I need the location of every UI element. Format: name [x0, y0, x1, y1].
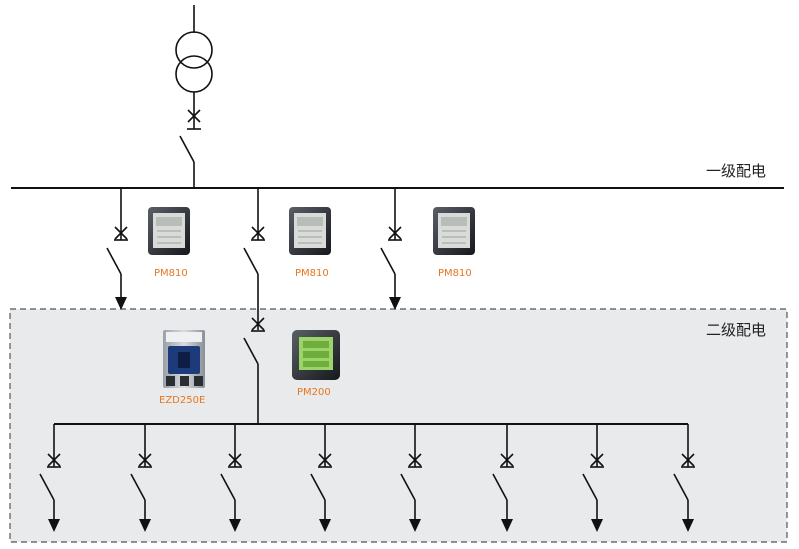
arrow-icon — [591, 519, 603, 532]
arrow-icon — [139, 519, 151, 532]
circuit-breaker-icon — [163, 330, 205, 388]
arrow-icon — [115, 297, 127, 310]
circuit-5 — [400, 424, 422, 520]
meter-label: PM200 — [297, 387, 331, 398]
circuit-2 — [130, 424, 152, 520]
arrow-icon — [229, 519, 241, 532]
switch-icon — [243, 247, 259, 275]
feeder-3 — [380, 188, 402, 298]
circuit-4 — [310, 424, 332, 520]
breaker-label: EZD250E — [159, 395, 206, 406]
meter-label: PM810 — [295, 268, 329, 279]
feeder-1 — [106, 188, 128, 298]
arrow-icon — [501, 519, 513, 532]
breaker-icon — [251, 226, 265, 241]
transformer-icon — [175, 31, 213, 93]
arrow-icon — [409, 519, 421, 532]
main-switch-icon — [179, 135, 195, 163]
meter-label: PM810 — [154, 268, 188, 279]
power-meter-icon — [148, 207, 190, 255]
switch-icon — [106, 247, 122, 275]
circuit-6 — [492, 424, 514, 520]
breaker-icon — [388, 226, 402, 241]
meter-label: PM810 — [438, 268, 472, 279]
secondary-distribution-label: 二级配电 — [706, 321, 767, 339]
circuit-1 — [39, 424, 61, 520]
power-meter-display-icon — [292, 330, 340, 380]
switch-icon — [380, 247, 396, 275]
primary-distribution-label: 一级配电 — [706, 162, 767, 180]
main-breaker-icon — [187, 109, 201, 130]
secondary-panel — [9, 308, 788, 543]
arrow-icon — [48, 519, 60, 532]
breaker-icon — [114, 226, 128, 241]
breaker-icon — [251, 317, 265, 332]
arrow-icon — [389, 297, 401, 310]
circuit-8 — [673, 424, 695, 520]
power-meter-icon — [289, 207, 331, 255]
circuit-7 — [582, 424, 604, 520]
arrow-icon — [682, 519, 694, 532]
circuit-3 — [220, 424, 242, 520]
switch-icon — [243, 337, 259, 365]
power-meter-icon — [433, 207, 475, 255]
feeder-2 — [243, 188, 265, 424]
arrow-icon — [319, 519, 331, 532]
